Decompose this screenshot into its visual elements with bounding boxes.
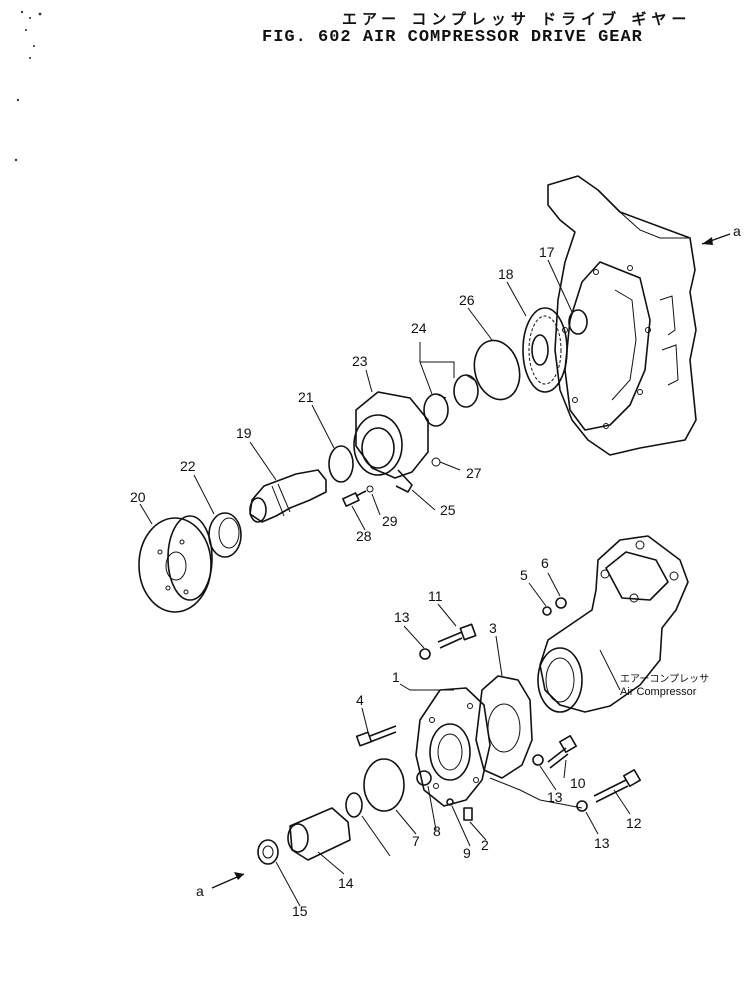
- bearing-22: [208, 512, 242, 558]
- washer-13c: [576, 800, 588, 812]
- gasket-3: [475, 675, 533, 779]
- bolt-11: [437, 623, 477, 649]
- label-5: 5: [520, 567, 528, 583]
- label-3: 3: [489, 620, 497, 636]
- label-15: 15: [292, 903, 308, 919]
- label-18: 18: [498, 266, 514, 282]
- label-19: 19: [236, 425, 252, 441]
- pulley-20: [138, 515, 213, 613]
- label-2: 2: [481, 837, 489, 853]
- flange-1: [415, 687, 491, 807]
- title-japanese: エアー コンプレッサ ドライブ ギヤー: [342, 10, 692, 28]
- bushing-24: [423, 374, 479, 427]
- label-24: 24: [411, 320, 427, 336]
- seal-21: [328, 445, 354, 483]
- label-13-top: 13: [394, 609, 410, 625]
- bolt-28: [342, 485, 374, 507]
- drive-gear: [522, 307, 568, 393]
- label-7: 7: [412, 833, 420, 849]
- compressor-callout: エアーコンプレッサ Air Compressor: [620, 673, 709, 698]
- title-english: FIG. 602 AIR COMPRESSOR DRIVE GEAR: [262, 28, 643, 47]
- label-29: 29: [382, 513, 398, 529]
- label-17: 17: [539, 244, 555, 260]
- bolt-4: [355, 725, 397, 747]
- callout-japanese: エアーコンプレッサ: [620, 673, 709, 685]
- figure-title: AIR COMPRESSOR DRIVE GEAR: [362, 28, 643, 47]
- washer-9: [446, 798, 454, 806]
- view-arrow-a-bottom: a: [196, 872, 245, 899]
- label-8: 8: [433, 823, 441, 839]
- o-ring-8: [416, 770, 432, 786]
- o-ring-7: [363, 758, 405, 812]
- arrow-a-label-top: a: [733, 223, 741, 239]
- washer-5: [542, 606, 552, 616]
- label-22: 22: [180, 458, 196, 474]
- air-compressor: [537, 535, 689, 713]
- scan-specks: [14, 10, 42, 162]
- label-27: 27: [466, 465, 482, 481]
- nut-6: [555, 597, 567, 609]
- pin-2: [463, 807, 473, 821]
- part-number-labels: 17 18 26 24 23 21 19 22 20 27 25 29 28 5…: [130, 244, 642, 919]
- label-23: 23: [352, 353, 368, 369]
- label-6: 6: [541, 555, 549, 571]
- view-arrow-a-top: a: [701, 223, 741, 245]
- shaft-19: [249, 469, 327, 523]
- label-10: 10: [570, 775, 586, 791]
- label-11: 11: [428, 588, 443, 604]
- label-14: 14: [338, 875, 354, 891]
- gear-housing: [547, 175, 697, 456]
- o-ring-26: [473, 339, 521, 401]
- label-26: 26: [459, 292, 475, 308]
- bolt-12: [593, 769, 641, 803]
- leader-lines: [139, 259, 631, 907]
- gear-case: [353, 391, 441, 493]
- snap-ring-17: [568, 309, 588, 335]
- label-25: 25: [440, 502, 456, 518]
- label-13-middle: 13: [547, 789, 563, 805]
- label-21: 21: [298, 389, 314, 405]
- bolt-10: [547, 735, 577, 769]
- label-4: 4: [356, 692, 364, 708]
- nut-15: [257, 839, 279, 865]
- washer-13b: [532, 754, 544, 766]
- arrow-a-label-bottom: a: [196, 883, 204, 899]
- label-28: 28: [356, 528, 372, 544]
- callout-english: Air Compressor: [620, 686, 697, 698]
- coupling-14: [287, 807, 351, 861]
- label-9: 9: [463, 845, 471, 861]
- snap-ring-16: [345, 792, 363, 818]
- figure-number: FIG. 602: [262, 28, 352, 47]
- label-20: 20: [130, 489, 146, 505]
- label-12: 12: [626, 815, 642, 831]
- washer-13a: [419, 648, 431, 660]
- label-1: 1: [392, 669, 400, 685]
- label-13-bottom: 13: [594, 835, 610, 851]
